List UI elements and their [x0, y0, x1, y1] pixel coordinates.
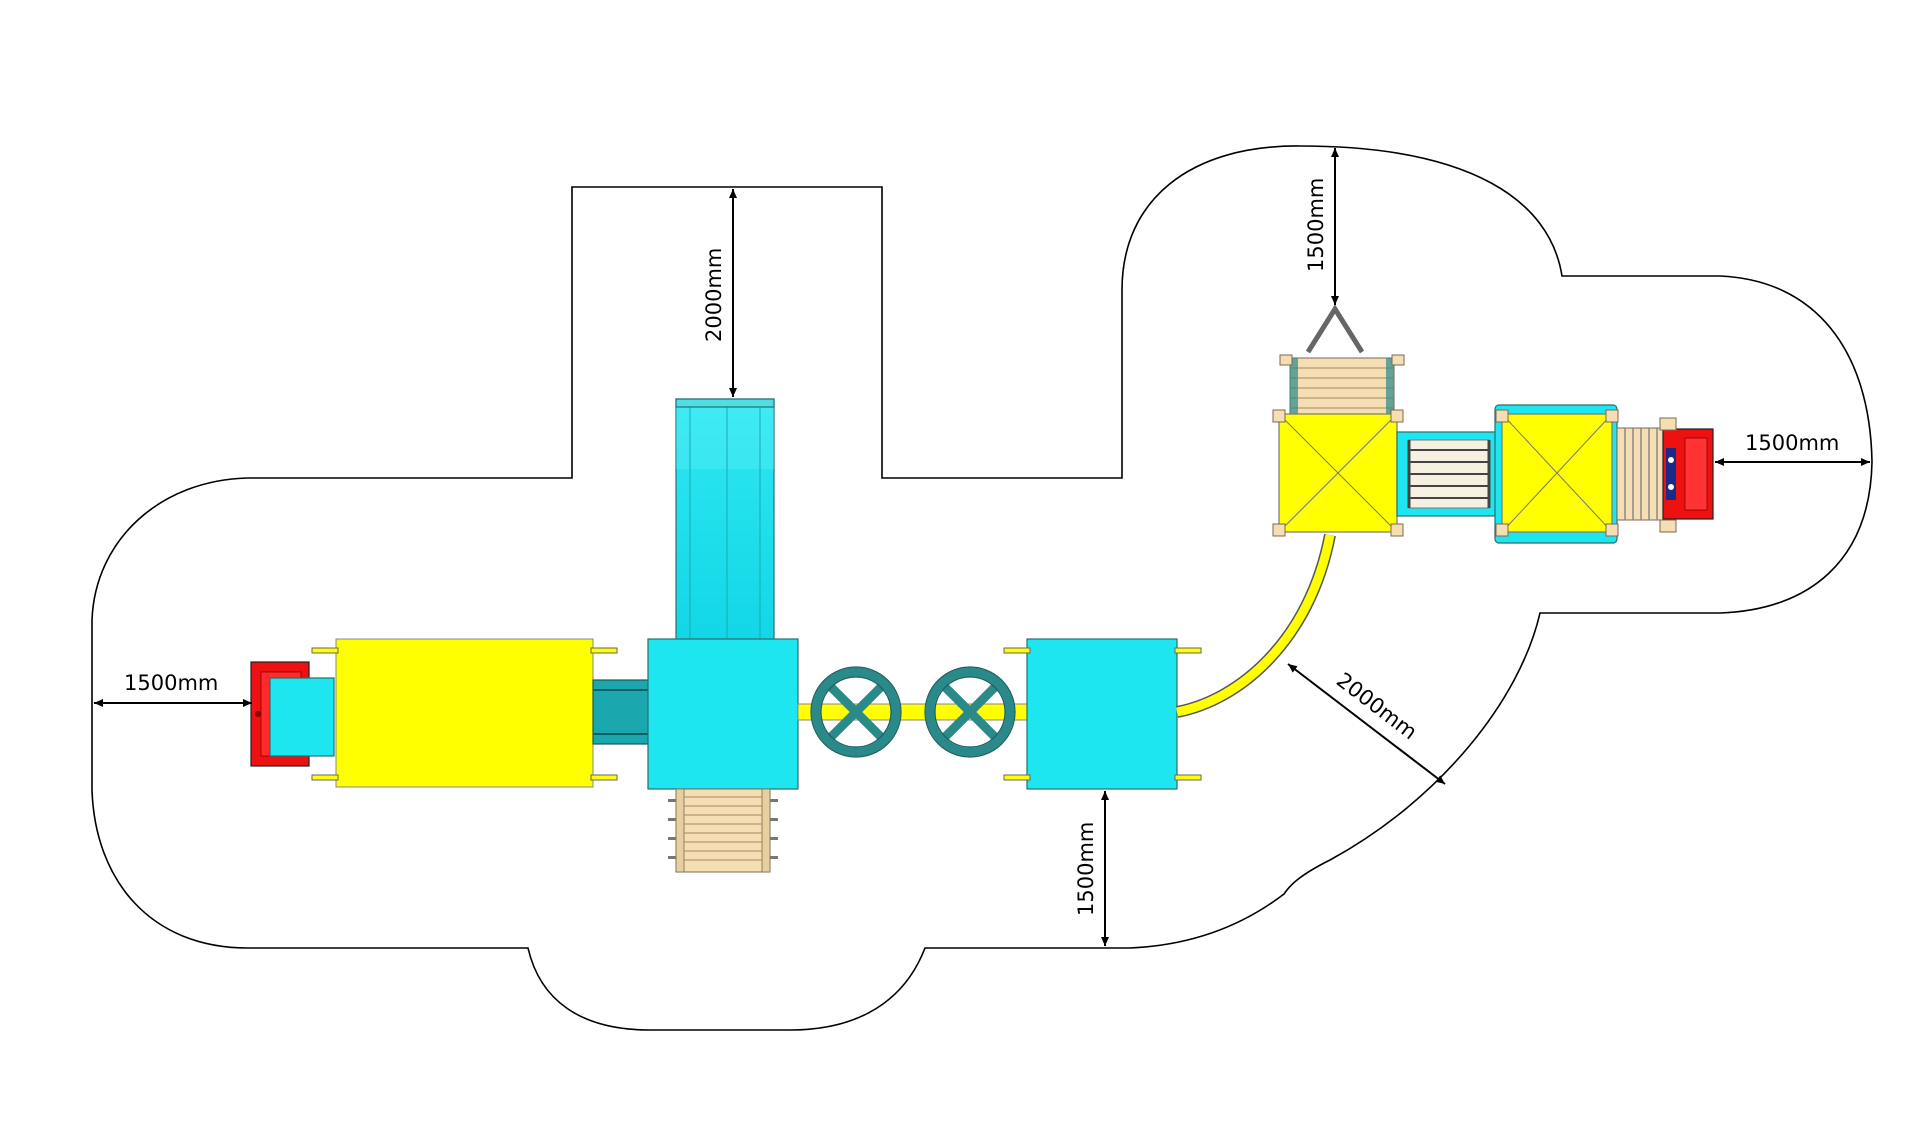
left-yellow-roof	[335, 638, 594, 788]
dimension-bottom-label: 1500mm	[1074, 822, 1098, 916]
center-tower-roof	[647, 638, 799, 790]
dimension-bottom: 1500mm	[1074, 791, 1109, 946]
curved-slide	[1175, 533, 1336, 718]
upper-yellow-roof-2	[1495, 409, 1619, 537]
right-climbing-wall	[1659, 417, 1714, 533]
left-tunnel	[269, 677, 335, 757]
dimension-right: 1500mm	[1715, 431, 1870, 466]
left-structure	[250, 638, 650, 788]
dimension-left-label: 1500mm	[124, 671, 218, 695]
swing-frame	[1305, 304, 1365, 354]
wheel-right	[925, 667, 1015, 757]
upper-wooden-stair	[1279, 354, 1405, 415]
upper-yellow-roof-1	[1272, 409, 1404, 537]
right-cyan-tower	[1003, 638, 1202, 790]
upper-right-structure	[1272, 304, 1714, 544]
dimension-left: 1500mm	[94, 671, 252, 707]
dimension-top-swing: 1500mm	[1304, 148, 1339, 305]
left-roof-posts	[311, 647, 618, 781]
dimension-top-slide-label: 2000mm	[702, 248, 726, 342]
safety-zone-outline	[91, 145, 1873, 1031]
center-wooden-stair	[668, 788, 778, 873]
dimension-top-swing-label: 1500mm	[1304, 178, 1328, 272]
dimension-curved-slide: 2000mm	[1287, 663, 1446, 785]
wheel-left	[811, 667, 901, 757]
center-tower	[647, 398, 799, 873]
dimension-top-slide: 2000mm	[702, 189, 737, 397]
dimension-right-label: 1500mm	[1745, 431, 1839, 455]
straight-slide	[675, 398, 775, 644]
monkey-bars-bridge	[797, 666, 1029, 758]
upper-rope-bridge	[1396, 431, 1502, 517]
